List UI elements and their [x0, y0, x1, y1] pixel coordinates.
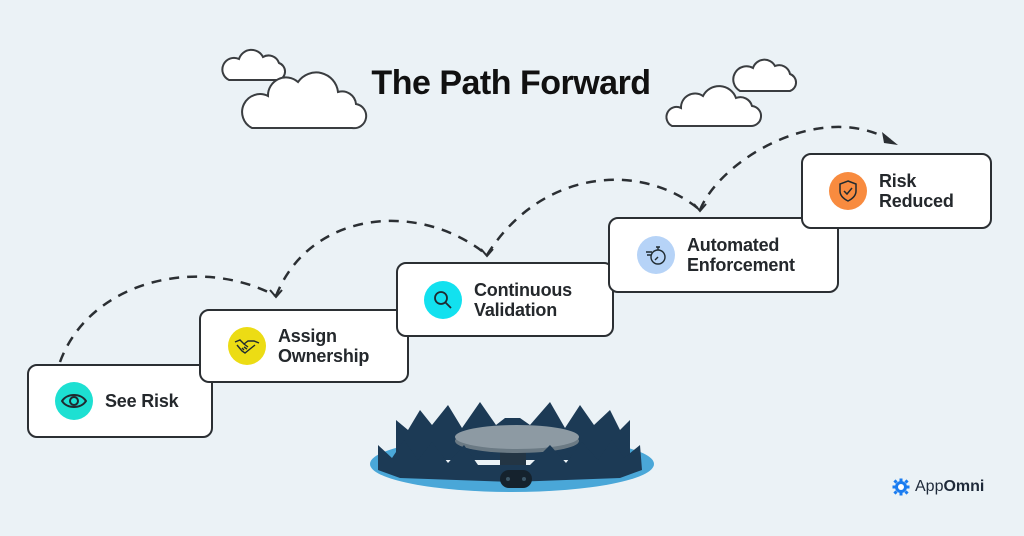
cloud-icon	[732, 58, 797, 92]
bear-trap-illustration	[370, 402, 654, 492]
step-label: See Risk	[105, 391, 179, 411]
cloud-icon	[665, 85, 762, 128]
path-arrow	[274, 219, 488, 297]
brand-name-bold: Omni	[943, 478, 985, 495]
magnifier-icon	[424, 280, 462, 319]
path-arrow	[58, 275, 277, 363]
step-card-see-risk: See Risk	[27, 364, 213, 438]
cloud-icon	[241, 71, 368, 130]
brand-name-light: App	[915, 478, 944, 495]
gear-icon	[892, 478, 910, 496]
cloud-icon	[221, 48, 286, 81]
path-arrow	[698, 125, 891, 211]
stopwatch-icon	[637, 236, 675, 274]
eye-icon	[55, 382, 93, 420]
handshake-icon	[228, 327, 266, 365]
path-arrow	[485, 178, 701, 256]
shield-check-icon	[829, 172, 867, 210]
page-title: The Path Forward	[371, 64, 651, 102]
arrowhead-icon	[882, 132, 898, 145]
